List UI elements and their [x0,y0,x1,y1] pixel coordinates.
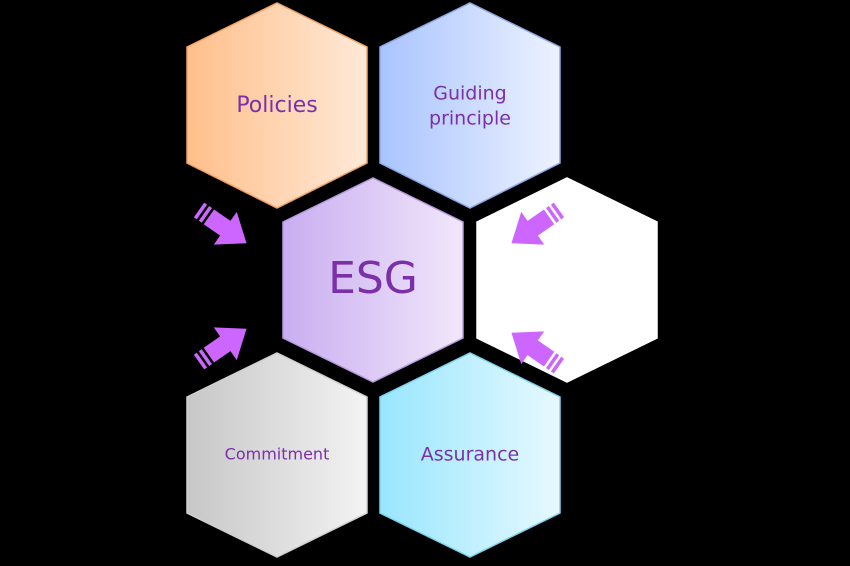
arrow-top-left-icon [193,202,247,245]
label-guiding-line-2: principle [429,108,511,130]
hexagon-esg-center [282,177,464,383]
hexagon-policies [186,2,368,209]
hexagon-assurance [379,352,561,558]
label-commitment: Commitment [225,445,330,464]
arrow-top-right-icon [511,202,565,245]
hexagon-guiding-principle [379,2,561,209]
arrow-bottom-right-icon [511,331,565,374]
label-assurance: Assurance [421,444,519,466]
label-guiding-line-1: Guiding [433,83,507,105]
hexagon-commitment [186,352,368,558]
label-policies: Policies [236,93,317,118]
arrow-bottom-left-icon [193,327,247,370]
hexagon-blank [476,177,658,383]
label-esg: ESG [328,253,418,304]
